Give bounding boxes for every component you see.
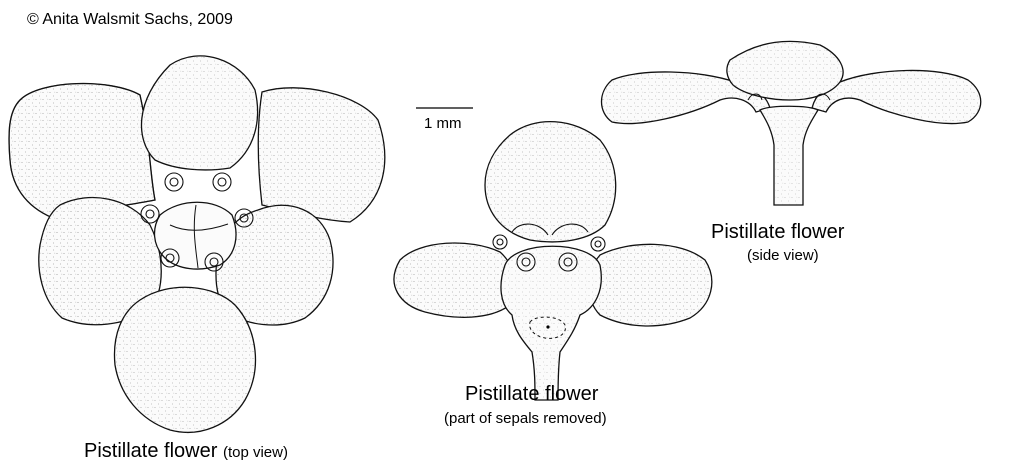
side-view-title: Pistillate flower: [711, 221, 845, 243]
top-view-caption: Pistillate flower (top view): [84, 441, 288, 461]
top-view-title: Pistillate flower: [84, 440, 218, 462]
copyright-notice: © Anita Walsmit Sachs, 2009: [27, 11, 233, 28]
stigma-curls-2: [492, 223, 606, 272]
side-view-flower: [600, 40, 982, 206]
top-view-subtitle: (top view): [222, 444, 288, 461]
sepals-removed-subtitle: (part of sepals removed): [444, 410, 607, 427]
sepals-removed-flower: [393, 120, 713, 401]
stigma-curls: [140, 172, 254, 272]
scale-bar-label: 1 mm: [424, 115, 462, 132]
ovary-center: [153, 201, 237, 270]
sepals-removed-title: Pistillate flower: [465, 383, 599, 405]
side-view-subtitle: (side view): [747, 247, 819, 264]
top-view-flower: [8, 55, 386, 434]
